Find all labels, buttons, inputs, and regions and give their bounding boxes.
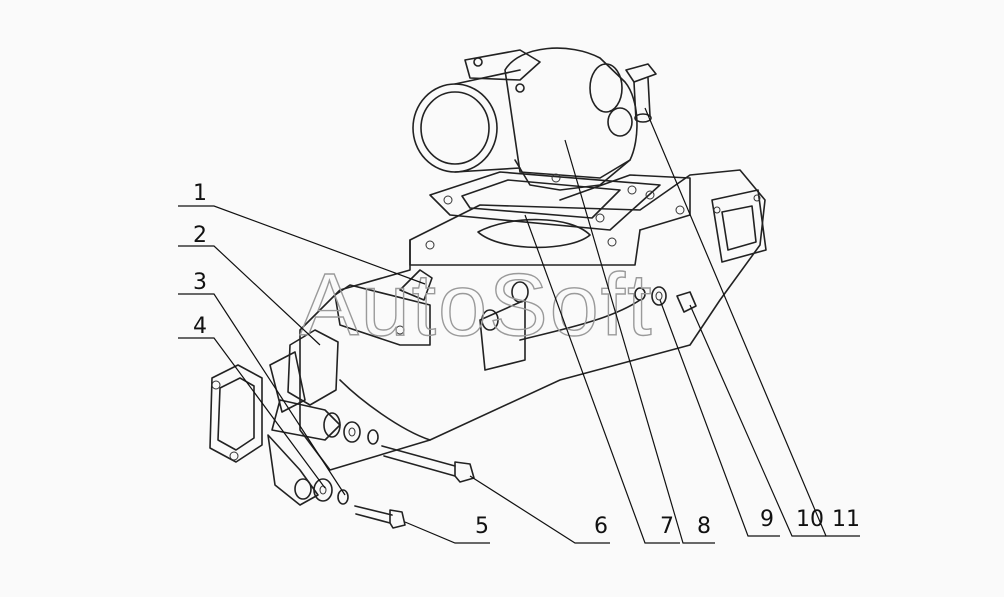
callout-6: 6: [594, 514, 608, 539]
callout-8: 8: [697, 514, 711, 539]
callout-numbers: 1 2 3 4 5 6 7 8 9 10 11: [193, 181, 860, 539]
left-gasket: [269, 329, 339, 413]
callout-2: 2: [193, 223, 207, 248]
watermark-text: AutoSoft: [300, 255, 654, 354]
bolt-11: [625, 63, 657, 123]
bolt-5: [354, 505, 406, 529]
turbocharger: [412, 47, 638, 191]
flange-gasket-4: [209, 364, 263, 463]
callout-5: 5: [475, 514, 489, 539]
callout-3: 3: [193, 270, 207, 295]
callout-11: 11: [832, 507, 860, 532]
washers: [313, 286, 697, 505]
leader-lines: [178, 107, 860, 544]
callout-4: 4: [193, 314, 207, 339]
turbo-gasket: [429, 171, 661, 231]
callout-9: 9: [760, 507, 774, 532]
exhaust-manifold: [299, 169, 767, 471]
lower-pipes: [267, 399, 341, 506]
callout-7: 7: [660, 514, 674, 539]
bolt-6: [381, 445, 475, 483]
callout-10: 10: [796, 507, 824, 532]
callout-1: 1: [193, 181, 207, 206]
